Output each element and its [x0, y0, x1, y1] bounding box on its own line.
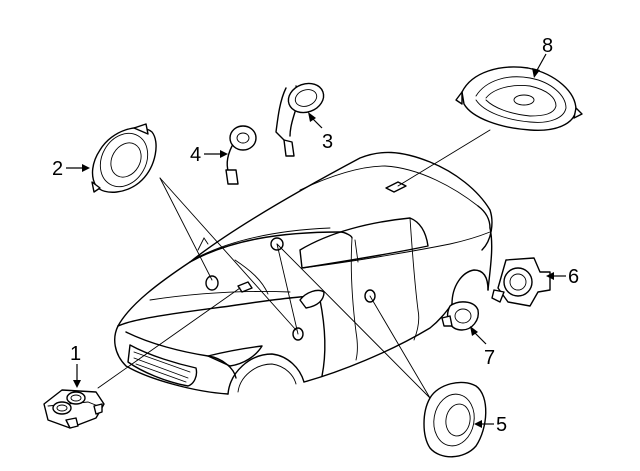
callout-3: 3	[308, 112, 333, 153]
callout-number-6: 6	[568, 266, 579, 288]
leader-8	[397, 129, 491, 187]
callout-number-8: 8	[542, 35, 553, 57]
callout-8: 8	[532, 35, 553, 78]
leader-lines	[97, 129, 491, 399]
leader-2-a	[159, 177, 213, 281]
car-body	[114, 151, 493, 395]
part-5-woofer	[423, 381, 487, 458]
leader-5-b	[369, 295, 431, 399]
leader-2-b	[159, 177, 297, 331]
part-8-subwoofer	[455, 66, 583, 131]
leader-5-a	[276, 243, 431, 399]
part-2-door-speaker	[91, 123, 157, 193]
callout-6: 6	[546, 266, 579, 288]
callout-number-7: 7	[484, 347, 495, 369]
callout-number-4: 4	[190, 144, 201, 166]
part-3-tweeter-bracket	[275, 82, 325, 157]
part-4-tweeter-lead	[225, 125, 257, 185]
leader-1	[97, 287, 241, 389]
mount-point-center	[237, 281, 253, 293]
callout-4: 4	[190, 144, 228, 166]
mount-point-front-tweeter	[205, 275, 219, 291]
callout-number-5: 5	[496, 414, 507, 436]
callout-number-3: 3	[322, 131, 333, 153]
callout-number-2: 2	[52, 158, 63, 180]
callout-7: 7	[470, 326, 495, 369]
part-6-bracket-speaker	[491, 257, 551, 307]
mount-point-rear-deck	[385, 181, 407, 193]
callout-number-1: 1	[70, 343, 81, 365]
callout-5: 5	[474, 414, 507, 436]
callout-1: 1	[70, 343, 81, 388]
part-7-small-tweeter	[441, 301, 479, 331]
part-1-center-speaker	[43, 389, 105, 429]
leader-door	[276, 243, 299, 335]
callout-2: 2	[52, 158, 90, 180]
